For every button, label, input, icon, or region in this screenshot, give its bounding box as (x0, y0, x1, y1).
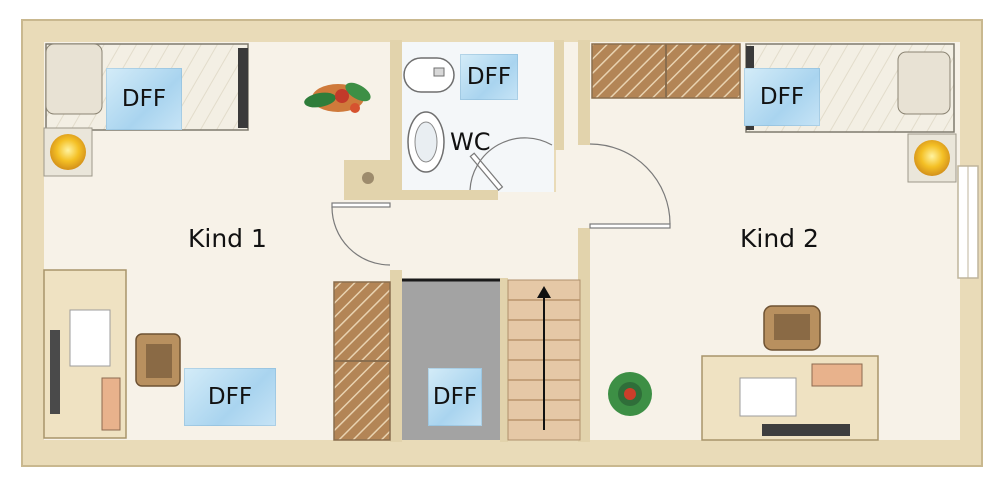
lamp-icon (43, 127, 93, 177)
skylight-wc: DFF (460, 54, 518, 100)
wall-hall-right (578, 40, 590, 145)
chair-icon (763, 305, 821, 351)
toilet-icon (403, 57, 455, 93)
wall-wc-right (554, 40, 564, 150)
room-label-kind2: Kind 2 (740, 224, 819, 253)
chair-icon (135, 333, 181, 387)
skylight-kind2-bed: DFF (744, 68, 820, 126)
lamp-icon (907, 133, 957, 183)
wardrobe-icon (591, 43, 741, 99)
room-label-wc: WC (450, 128, 491, 156)
skylight-stair-core: DFF (428, 368, 482, 426)
desk-icon (701, 355, 879, 441)
door-swing-icon (331, 137, 671, 266)
skylight-kind1-bed: DFF (106, 68, 182, 130)
skylight-kind1-desk: DFF (184, 368, 276, 426)
sink-icon (407, 111, 445, 173)
wardrobe-icon (333, 281, 391, 441)
pipe-icon (362, 172, 374, 184)
wall-wc-bottom (390, 190, 498, 200)
wall-core-left (390, 270, 402, 442)
desk-icon (43, 269, 127, 439)
wall-stair-left (500, 278, 508, 442)
stair-arrow-icon (537, 286, 551, 430)
wall-hall-right-low (578, 228, 590, 442)
room-label-kind1: Kind 1 (188, 224, 267, 253)
plant-icon (608, 372, 652, 416)
plant-icon (304, 82, 371, 113)
floor-hall (390, 192, 590, 282)
